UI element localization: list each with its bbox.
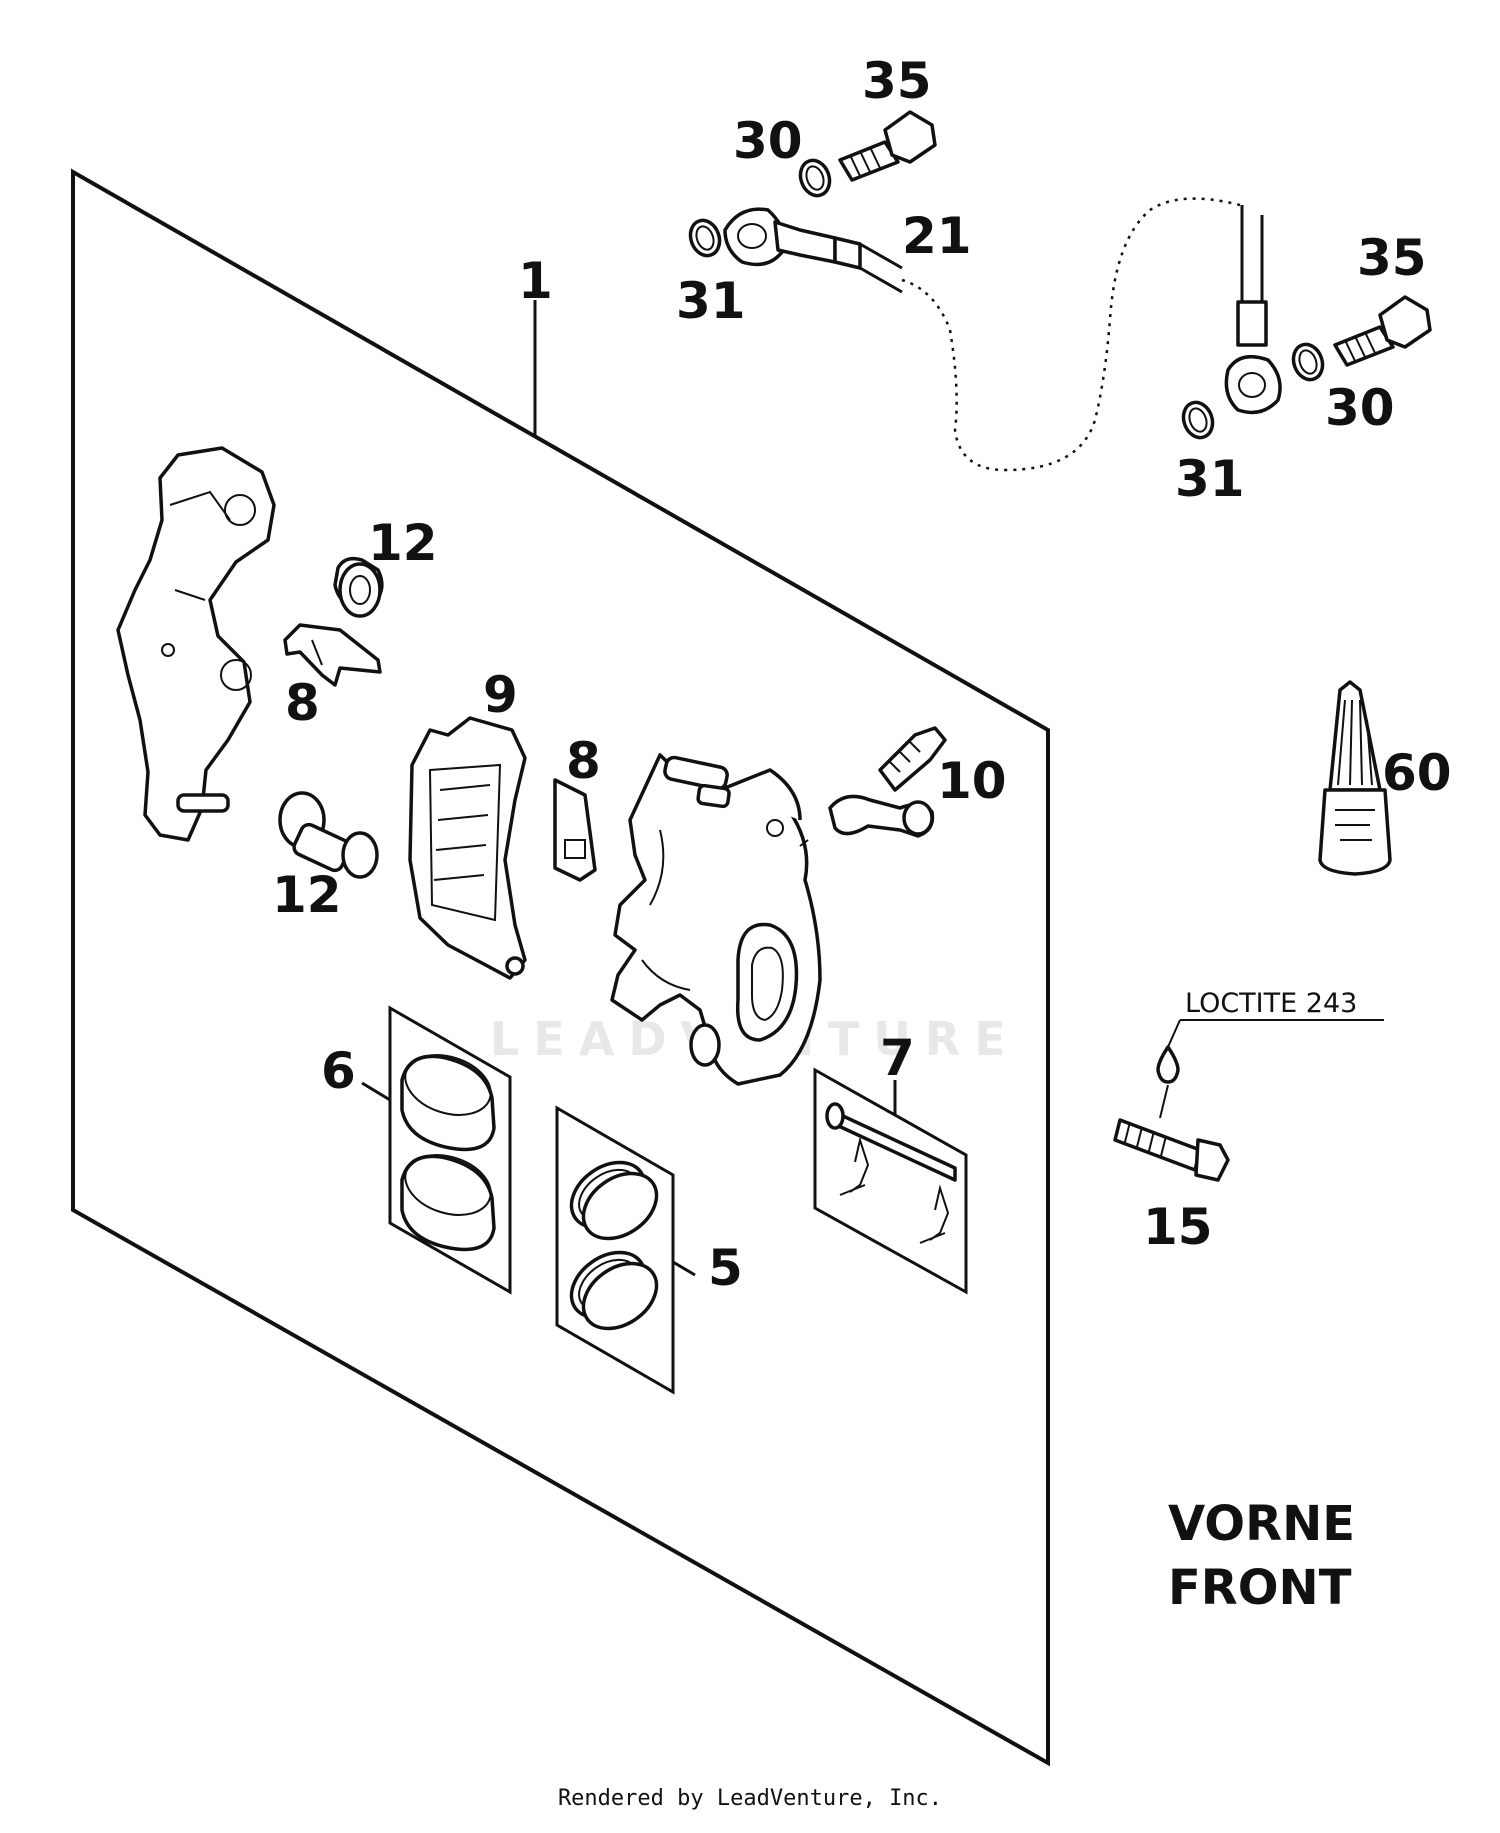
label-6: 6 [321, 1042, 356, 1100]
washer-31-top [688, 218, 722, 258]
label-21: 21 [902, 207, 972, 265]
label-5: 5 [708, 1239, 743, 1297]
footer-credit: Rendered by LeadVenture, Inc. [557, 1786, 943, 1811]
pad-spring-upper [283, 623, 382, 687]
label-30-right: 30 [1325, 379, 1395, 437]
caliper-bracket [116, 446, 276, 842]
bolt-15 [1113, 1118, 1230, 1182]
washer-31-right [1181, 400, 1215, 440]
label-60: 60 [1382, 744, 1452, 802]
leader-5 [672, 1260, 696, 1277]
washer-30-right [1291, 342, 1325, 382]
label-12-upper: 12 [368, 514, 438, 572]
pad-spring-lower [553, 778, 597, 882]
loctite-tube [1318, 680, 1392, 876]
label-30-top: 30 [733, 112, 803, 170]
brake-line [723, 197, 1282, 472]
caliper-body [610, 753, 822, 1086]
banjo-bolt-top [838, 110, 937, 182]
label-7: 7 [880, 1029, 915, 1087]
label-10: 10 [937, 752, 1007, 810]
pin-kit [813, 1067, 968, 1295]
bushing-upper [333, 556, 384, 618]
kit-board [71, 168, 1050, 1767]
label-35-top: 35 [862, 52, 932, 110]
title-vorne: VORNE [1168, 1496, 1355, 1552]
label-15: 15 [1143, 1198, 1213, 1256]
piston-seals-kit [555, 1105, 675, 1395]
bushing-lower [278, 791, 379, 879]
washer-30-top [798, 158, 832, 198]
label-8-upper: 8 [285, 674, 320, 732]
title-front: FRONT [1168, 1560, 1352, 1616]
banjo-bolt-right [1333, 295, 1432, 367]
label-31-right: 31 [1175, 450, 1245, 508]
loctite-drop-icon [1156, 1045, 1180, 1084]
loctite-note: LOCTITE 243 [1185, 988, 1357, 1019]
label-31-top: 31 [676, 272, 746, 330]
brake-pad [408, 716, 527, 980]
pistons-kit [388, 1005, 512, 1295]
leader-6 [361, 1081, 391, 1102]
bolt-leader [1159, 1084, 1169, 1119]
label-35-right: 35 [1357, 229, 1427, 287]
label-1: 1 [518, 252, 553, 310]
loctite-leader [1167, 1019, 1181, 1048]
label-12-lower: 12 [272, 866, 342, 924]
label-9: 9 [483, 666, 518, 724]
label-8-lower: 8 [566, 732, 601, 790]
bleeder-valve [799, 726, 947, 847]
